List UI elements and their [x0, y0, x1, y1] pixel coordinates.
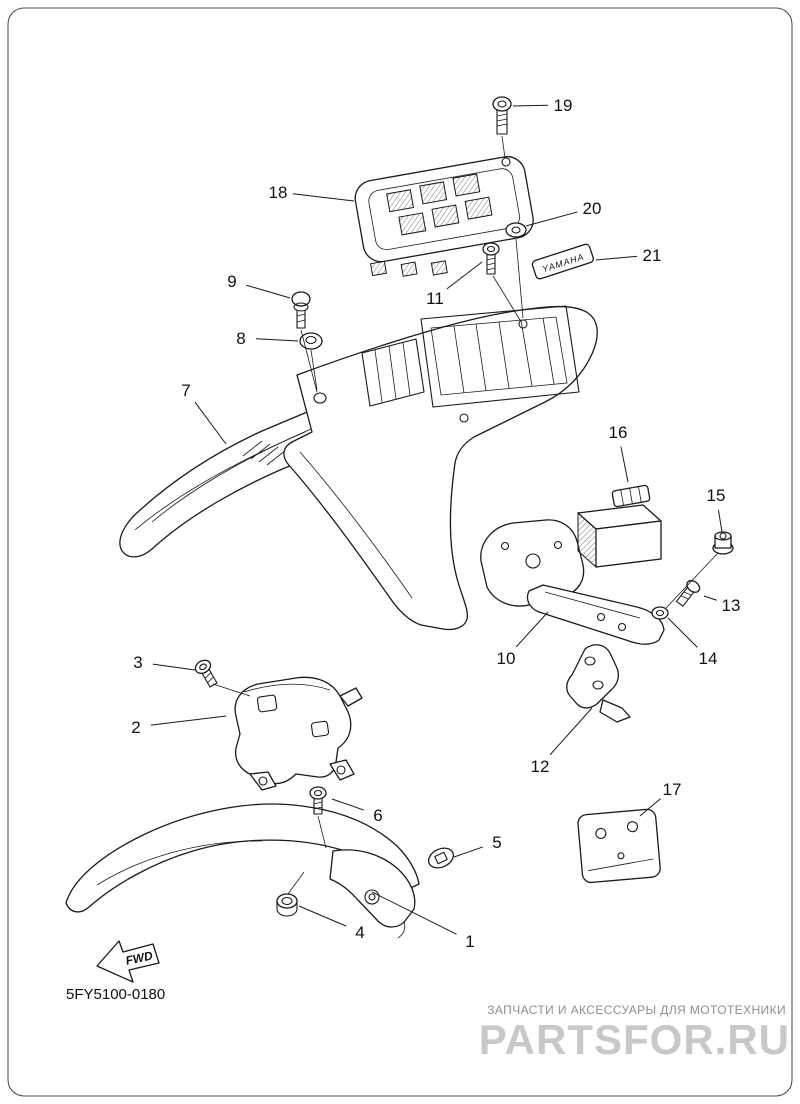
leader-line-12 [549, 707, 593, 756]
grommet-8 [299, 332, 323, 350]
leader-line-18 [292, 193, 355, 202]
rear-bracket-10 [480, 504, 665, 645]
callout-6: 6 [373, 806, 382, 825]
leader-line-11 [446, 261, 483, 290]
callout-4: 4 [355, 923, 364, 942]
flange-nut-4 [276, 893, 298, 917]
front-bracket-2 [234, 676, 363, 791]
callout-1: 1 [465, 932, 474, 951]
callout-5: 5 [492, 833, 501, 852]
nut-15 [712, 531, 734, 555]
washer-20 [505, 222, 527, 238]
bracket-12 [566, 644, 631, 723]
callout-18: 18 [269, 183, 288, 202]
callout-21: 21 [643, 246, 662, 265]
leader-line-1 [371, 891, 457, 935]
leader-line-14 [667, 617, 698, 648]
leader-line-6 [331, 798, 364, 811]
leader-line-20 [525, 211, 578, 227]
clip-nut-5 [427, 847, 455, 869]
front-fender-1 [65, 803, 420, 939]
callout-14: 14 [699, 649, 718, 668]
callout-17: 17 [663, 780, 682, 799]
assembly-axis-lines [212, 135, 719, 895]
callout-16: 16 [609, 423, 628, 442]
leader-line-17 [639, 798, 661, 817]
screw-19 [492, 96, 512, 135]
leader-line-15 [717, 509, 723, 533]
callout-12: 12 [531, 757, 550, 776]
callout-13: 13 [722, 596, 741, 615]
page-border [7, 7, 793, 1097]
callout-7: 7 [181, 381, 190, 400]
washer-14 [651, 606, 669, 620]
bolt-13 [675, 579, 701, 607]
plate-17 [577, 808, 661, 884]
fwd-arrow: FWD [96, 940, 160, 983]
callout-10: 10 [497, 649, 516, 668]
callout-19: 19 [554, 96, 573, 115]
watermark-tagline: ЗАПЧАСТИ И АКСЕССУАРЫ ДЛЯ МОТОТЕХНИКИ [487, 1003, 786, 1017]
leader-line-9 [246, 284, 291, 299]
screw-3 [194, 659, 218, 688]
diagram-code: 5FY5100-0180 [66, 986, 166, 1003]
watermark-site-logo: PARTSFOR.RU [478, 1016, 790, 1063]
leader-line-7 [194, 401, 227, 445]
leader-line-5 [453, 846, 484, 858]
leader-line-3 [152, 663, 196, 671]
rear-fender-7 [283, 305, 598, 631]
callout-2: 2 [131, 718, 140, 737]
reflector-16 [611, 484, 651, 508]
yamaha-emblem-21: YAMAHA [531, 243, 594, 280]
leader-line-19 [512, 104, 549, 107]
leader-line-10 [515, 611, 549, 648]
callout-20: 20 [583, 199, 602, 218]
callout-8: 8 [236, 329, 245, 348]
fwd-label: FWD [124, 948, 154, 967]
leader-line-16 [620, 446, 629, 483]
callout-15: 15 [707, 486, 726, 505]
leader-line-13 [703, 595, 717, 601]
callout-3: 3 [133, 653, 142, 672]
luggage-rack-18 [354, 156, 534, 277]
bolt-11 [482, 242, 500, 275]
bolt-6 [309, 786, 327, 815]
leader-line-8 [255, 338, 299, 342]
leader-line-4 [298, 905, 347, 927]
leader-line-2 [150, 715, 227, 726]
callout-11: 11 [426, 289, 444, 308]
callout-9: 9 [227, 272, 236, 291]
leader-line-21 [595, 255, 638, 261]
bolt-9 [291, 291, 311, 329]
